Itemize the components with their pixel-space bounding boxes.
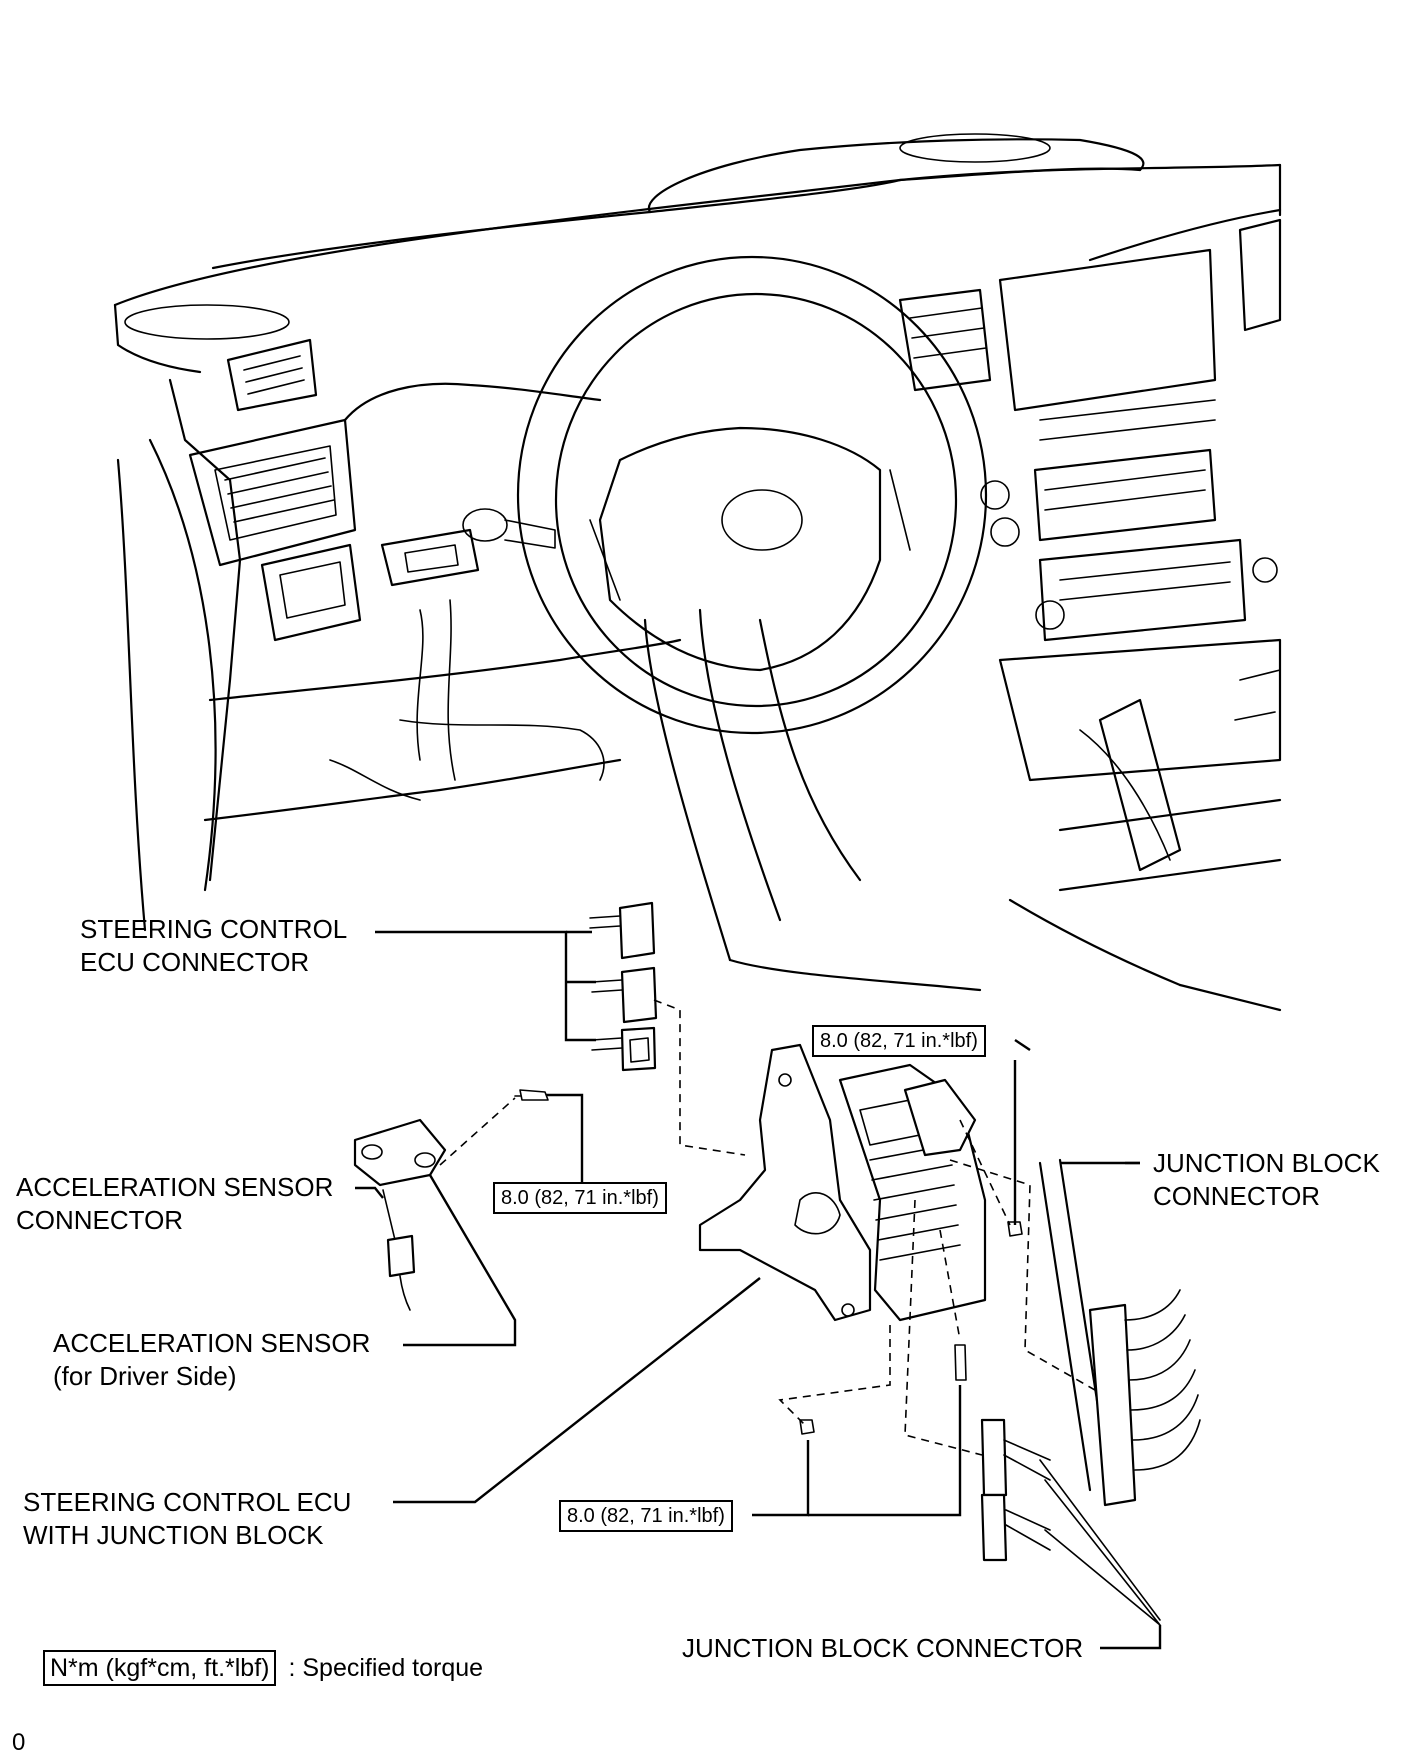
label-acceleration-sensor-connector: ACCELERATION SENSOR CONNECTOR (16, 1171, 333, 1237)
label-steering-control-ecu-with-junction-block: STEERING CONTROL ECU WITH JUNCTION BLOCK (23, 1486, 351, 1552)
assembly-dashed-lines (439, 999, 1096, 1456)
torque-legend: N*m (kgf*cm, ft.*lbf) : Specified torque (43, 1650, 483, 1686)
label-steering-control-ecu-connector: STEERING CONTROL ECU CONNECTOR (80, 913, 347, 979)
label-line: CONNECTOR (1153, 1181, 1321, 1211)
label-line: STEERING CONTROL ECU (23, 1487, 352, 1517)
label-line: JUNCTION BLOCK CONNECTOR (682, 1633, 1084, 1663)
label-junction-block-connector-bottom: JUNCTION BLOCK CONNECTOR (682, 1632, 1083, 1665)
legend-description: : Specified torque (288, 1654, 484, 1682)
label-acceleration-sensor: ACCELERATION SENSOR (for Driver Side) (53, 1327, 370, 1393)
junction-block-connector-bottom-drawing (980, 1418, 1161, 1626)
label-line: ACCELERATION SENSOR (16, 1172, 334, 1202)
label-line: CONNECTOR (16, 1205, 184, 1235)
leader-lines (355, 930, 1162, 1650)
label-line: ACCELERATION SENSOR (53, 1328, 371, 1358)
dashboard-drawing (113, 133, 1282, 1012)
label-line: JUNCTION BLOCK (1153, 1148, 1380, 1178)
acceleration-sensor-drawing (353, 1089, 549, 1311)
label-line: WITH JUNCTION BLOCK (23, 1520, 324, 1550)
label-line: (for Driver Side) (53, 1361, 237, 1391)
torque-box-top: 8.0 (82, 71 in.*lbf) (812, 1025, 986, 1057)
torque-box-bottom: 8.0 (82, 71 in.*lbf) (559, 1500, 733, 1532)
junction-block-connector-right-drawing (1038, 1158, 1201, 1507)
corner-mark: 0 (12, 1729, 26, 1756)
steering-control-ecu-bracket (698, 1043, 1023, 1435)
label-line: STEERING CONTROL (80, 914, 348, 944)
legend-unit-box: N*m (kgf*cm, ft.*lbf) (43, 1650, 277, 1686)
label-line: ECU CONNECTOR (80, 947, 310, 977)
torque-box-middle: 8.0 (82, 71 in.*lbf) (493, 1182, 667, 1214)
label-junction-block-connector-right: JUNCTION BLOCK CONNECTOR (1153, 1147, 1380, 1213)
steering-control-ecu-connectors (589, 901, 658, 1072)
